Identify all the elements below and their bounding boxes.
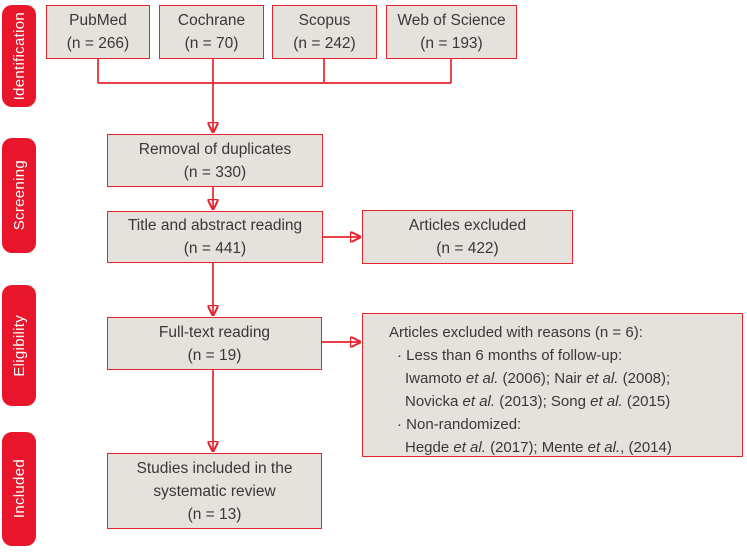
source-box-web-of-science: Web of Science (n = 193) bbox=[386, 5, 517, 59]
exclusion-reason-line: Iwamoto et al. (2006); Nair et al. (2008… bbox=[405, 370, 671, 387]
articles-excluded-box: Articles excluded (n = 422) bbox=[362, 210, 573, 264]
source-box-pubmed: PubMed (n = 266) bbox=[46, 5, 150, 59]
box-count: (n = 330) bbox=[183, 163, 247, 181]
source-name: Web of Science bbox=[397, 12, 506, 29]
box-title: Title and abstract reading bbox=[127, 217, 303, 234]
full-text-box: Full-text reading (n = 19) bbox=[107, 317, 322, 370]
stage-label-included: Included bbox=[2, 432, 36, 546]
box-title-line2: systematic review bbox=[153, 482, 276, 500]
source-name: Scopus bbox=[298, 12, 351, 29]
source-name: PubMed bbox=[69, 12, 127, 29]
source-count: (n = 70) bbox=[184, 35, 239, 52]
source-count: (n = 242) bbox=[293, 35, 356, 52]
stage-label-text: Identification bbox=[10, 11, 28, 101]
exclusion-reasons-lines: · Less than 6 months of follow-up: Iwamot… bbox=[389, 344, 672, 459]
stage-label-eligibility: Eligibility bbox=[2, 285, 36, 406]
box-count: (n = 422) bbox=[436, 240, 499, 257]
box-count: (n = 13) bbox=[187, 505, 242, 523]
exclusion-reasons-box: Articles excluded with reasons (n = 6): … bbox=[362, 313, 743, 457]
stage-label-identification: Identification bbox=[2, 5, 36, 107]
stage-label-text: Eligibility bbox=[10, 314, 28, 377]
box-title: Articles excluded bbox=[408, 217, 527, 234]
exclusion-reason-line: Hegde et al. (2017); Mente et al., (2014… bbox=[405, 439, 672, 456]
box-title-line1: Studies included in the bbox=[136, 459, 293, 477]
source-count: (n = 266) bbox=[66, 35, 130, 52]
title-abstract-box: Title and abstract reading (n = 441) bbox=[107, 211, 323, 263]
exclusion-reasons-header: Articles excluded with reasons (n = 6): bbox=[389, 324, 643, 341]
stage-label-text: Included bbox=[10, 459, 28, 519]
source-box-scopus: Scopus (n = 242) bbox=[272, 5, 377, 59]
included-studies-box: Studies included in the systematic revie… bbox=[107, 453, 322, 529]
box-count: (n = 441) bbox=[183, 240, 247, 257]
source-name: Cochrane bbox=[177, 12, 246, 29]
source-box-cochrane: Cochrane (n = 70) bbox=[159, 5, 264, 59]
box-count: (n = 19) bbox=[187, 346, 242, 364]
stage-label-text: Screening bbox=[10, 160, 28, 231]
exclusion-reason-line: · Non-randomized: bbox=[397, 416, 522, 433]
duplicates-box: Removal of duplicates (n = 330) bbox=[107, 134, 323, 187]
box-title: Removal of duplicates bbox=[138, 140, 292, 158]
stage-label-screening: Screening bbox=[2, 138, 36, 253]
exclusion-reason-line: Novicka et al. (2013); Song et al. (2015… bbox=[405, 393, 671, 410]
exclusion-reason-line: · Less than 6 months of follow-up: bbox=[397, 347, 623, 364]
source-count: (n = 193) bbox=[420, 35, 483, 52]
source-collector-line bbox=[97, 59, 452, 84]
box-title: Full-text reading bbox=[158, 323, 271, 341]
